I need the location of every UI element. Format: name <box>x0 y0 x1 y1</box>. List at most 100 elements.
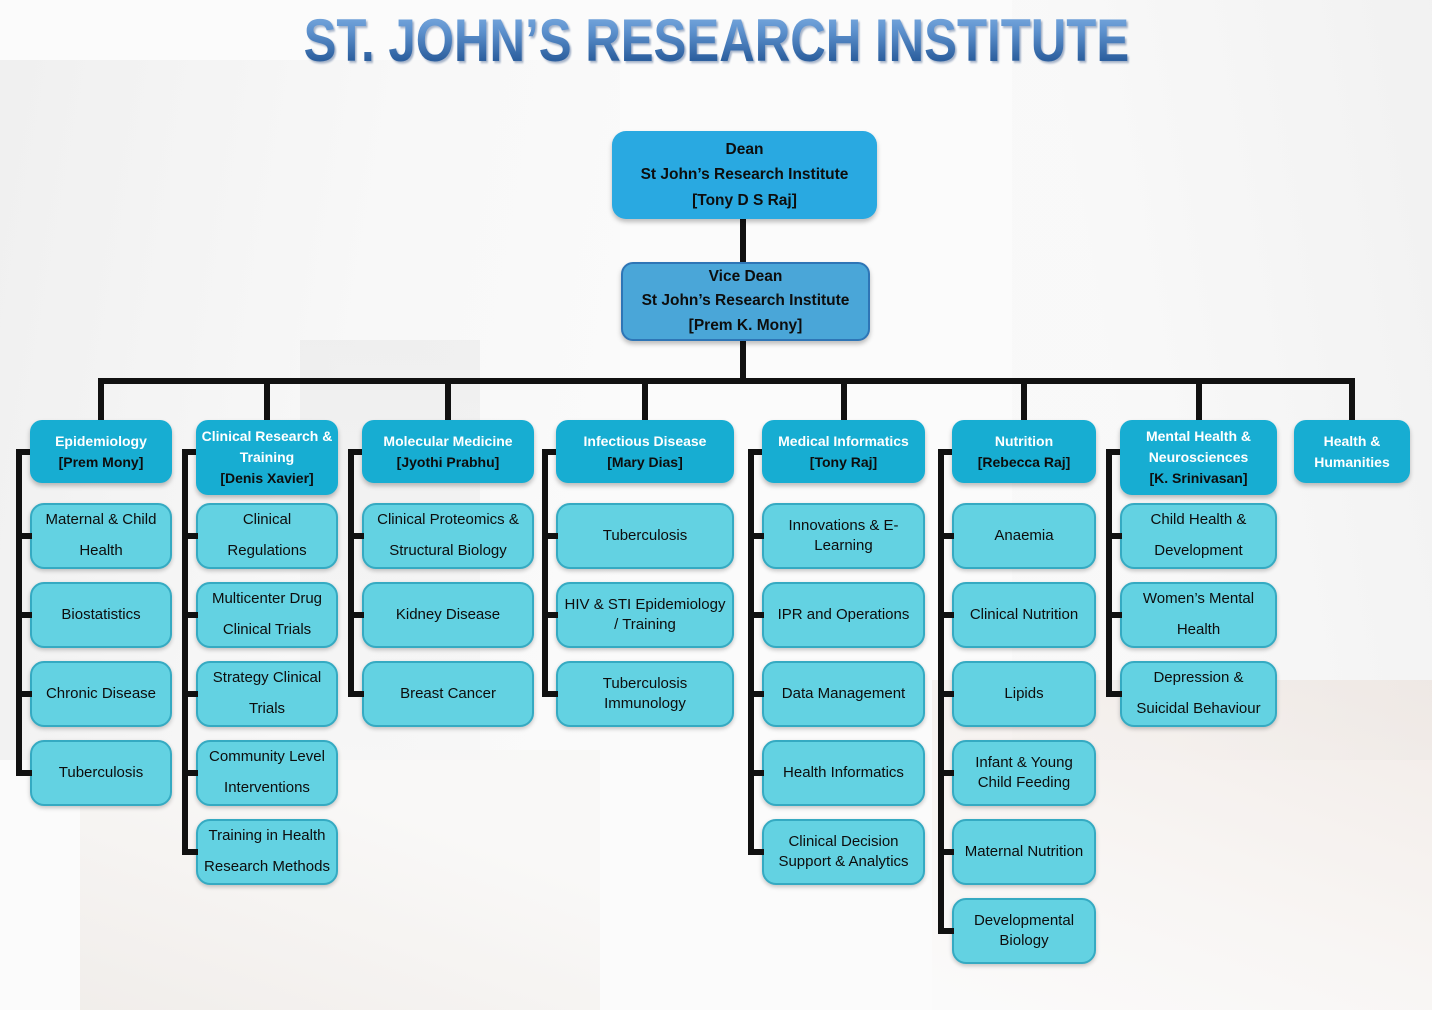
dept-head-name: [K. Srinivasan] <box>1149 470 1248 486</box>
unit-label: Maternal & Child Health <box>45 511 157 559</box>
unit-box: Community Level Interventions <box>182 740 338 806</box>
unit-label: Innovations & E-Learning <box>788 516 899 554</box>
unit-box: Strategy Clinical Trials <box>182 661 338 727</box>
unit-box: Lipids <box>938 661 1096 727</box>
connector-drop <box>445 378 451 424</box>
dean-org: St John’s Research Institute <box>640 166 849 184</box>
unit-label: Tuberculosis Immunology <box>602 674 688 712</box>
dean-person: [Tony D S Raj] <box>692 191 797 209</box>
unit-box: Biostatistics <box>16 582 172 648</box>
unit-box: Anaemia <box>938 503 1096 569</box>
unit-box: Maternal Nutrition <box>938 819 1096 885</box>
connector-drop <box>1021 378 1027 424</box>
unit-box: Tuberculosis Immunology <box>542 661 734 727</box>
unit-box: Women’s Mental Health <box>1106 582 1277 648</box>
unit-box: Depression & Suicidal Behaviour <box>1106 661 1277 727</box>
dept-head-name: [Mary Dias] <box>607 453 683 470</box>
unit-box: Data Management <box>748 661 925 727</box>
dean-node: Dean St John’s Research Institute [Tony … <box>612 131 877 219</box>
unit-box: Clinical Decision Support & Analytics <box>748 819 925 885</box>
dept-head-name: [Prem Mony] <box>58 453 144 470</box>
unit-box: IPR and Operations <box>748 582 925 648</box>
connector-drop <box>840 378 847 424</box>
unit-label: Clinical Regulations <box>227 511 307 559</box>
connector-bracket <box>16 449 31 773</box>
page-title-text: ST. JOHN’S RESEARCH INSTITUTE <box>303 7 1129 74</box>
dept-name: Molecular Medicine <box>383 432 513 449</box>
unit-label: Clinical Decision Support & Analytics <box>778 832 909 870</box>
dept-column-epidemiology: Epidemiology [Prem Mony] Maternal & Chil… <box>16 0 172 1010</box>
unit-box: Innovations & E-Learning <box>748 503 925 569</box>
unit-box: Clinical Proteomics & Structural Biology <box>348 503 534 569</box>
unit-box: Multicenter Drug Clinical Trials <box>182 582 338 648</box>
dept-header-nutrition: Nutrition [Rebecca Raj] <box>952 420 1096 483</box>
unit-box: Health Informatics <box>748 740 925 806</box>
page-title: ST. JOHN’S RESEARCH INSTITUTE <box>0 6 1432 75</box>
dept-head-name: [Denis Xavier] <box>220 470 314 486</box>
unit-label: Infant & Young Child Feeding <box>975 753 1073 791</box>
unit-box: Kidney Disease <box>348 582 534 648</box>
connector-bracket <box>542 449 557 694</box>
unit-label: Strategy Clinical Trials <box>212 669 322 717</box>
connector-bracket <box>938 449 953 931</box>
dept-column-medical-informatics: Medical Informatics [Tony Raj] Innovatio… <box>748 0 925 1010</box>
connector-vicedean-trunk <box>740 338 746 382</box>
unit-box: Breast Cancer <box>348 661 534 727</box>
unit-label: Tuberculosis <box>602 526 688 544</box>
dept-name: Medical Informatics <box>778 432 909 449</box>
unit-label: Training in Health Research Methods <box>204 827 330 875</box>
connector-bracket <box>348 449 363 694</box>
unit-label: Depression & Suicidal Behaviour <box>1136 669 1261 717</box>
dept-name: Mental Health & Neurosciences <box>1145 428 1251 465</box>
unit-label: HIV & STI Epidemiology / Training <box>564 595 726 633</box>
unit-label: Multicenter Drug Clinical Trials <box>211 590 323 638</box>
dept-name: Infectious Disease <box>583 432 707 449</box>
dept-name: Health & Humanities <box>1314 432 1390 470</box>
connector-drop <box>1195 378 1202 424</box>
vice-dean-role: Vice Dean <box>708 268 783 286</box>
unit-box: Maternal & Child Health <box>16 503 172 569</box>
unit-label: Tuberculosis <box>58 763 144 781</box>
unit-box: Infant & Young Child Feeding <box>938 740 1096 806</box>
dept-header-infectious-disease: Infectious Disease [Mary Dias] <box>556 420 734 483</box>
dept-header-mental-health: Mental Health & Neurosciences [K. Sriniv… <box>1120 420 1277 495</box>
unit-label: Child Health & Development <box>1150 511 1247 559</box>
connector-bracket <box>748 449 763 852</box>
dean-role: Dean <box>725 141 764 159</box>
connector-trunk <box>98 378 1355 384</box>
connector-drop <box>98 378 104 424</box>
unit-label: Anaemia <box>994 526 1054 544</box>
unit-box: Tuberculosis <box>542 503 734 569</box>
unit-label: Chronic Disease <box>45 684 157 702</box>
unit-label: Lipids <box>1004 684 1044 702</box>
unit-box: Developmental Biology <box>938 898 1096 964</box>
dept-column-health-humanities: Health & Humanities <box>1294 0 1410 1010</box>
dept-header-medical-informatics: Medical Informatics [Tony Raj] <box>762 420 925 483</box>
connector-bracket <box>1106 449 1121 694</box>
dept-head-name: [Rebecca Raj] <box>977 453 1071 470</box>
dept-header-clinical-research: Clinical Research & Training [Denis Xavi… <box>196 420 338 495</box>
dept-head-name: [Jyothi Prabhu] <box>396 453 500 470</box>
unit-label: Women’s Mental Health <box>1142 590 1255 638</box>
connector-drop <box>1349 378 1355 424</box>
connector-bracket <box>182 449 197 852</box>
unit-label: Breast Cancer <box>400 684 496 702</box>
unit-box: HIV & STI Epidemiology / Training <box>542 582 734 648</box>
unit-label: Community Level Interventions <box>209 748 325 796</box>
unit-label: Data Management <box>781 684 906 702</box>
unit-box: Training in Health Research Methods <box>182 819 338 885</box>
unit-label: Clinical Proteomics & Structural Biology <box>377 511 519 559</box>
unit-box: Clinical Nutrition <box>938 582 1096 648</box>
dept-head-name: [Tony Raj] <box>809 453 878 470</box>
dept-name: Clinical Research & Training <box>201 428 333 465</box>
unit-label: Clinical Nutrition <box>969 605 1079 623</box>
vice-dean-node: Vice Dean St John’s Research Institute [… <box>621 262 870 341</box>
dept-column-mental-health: Mental Health & Neurosciences [K. Sriniv… <box>1106 0 1277 1010</box>
unit-box: Chronic Disease <box>16 661 172 727</box>
unit-label: Maternal Nutrition <box>964 842 1084 860</box>
dept-column-infectious-disease: Infectious Disease [Mary Dias] Tuberculo… <box>542 0 734 1010</box>
connector-drop <box>264 378 270 424</box>
unit-label: Kidney Disease <box>395 605 501 623</box>
unit-label: Health Informatics <box>783 763 904 781</box>
